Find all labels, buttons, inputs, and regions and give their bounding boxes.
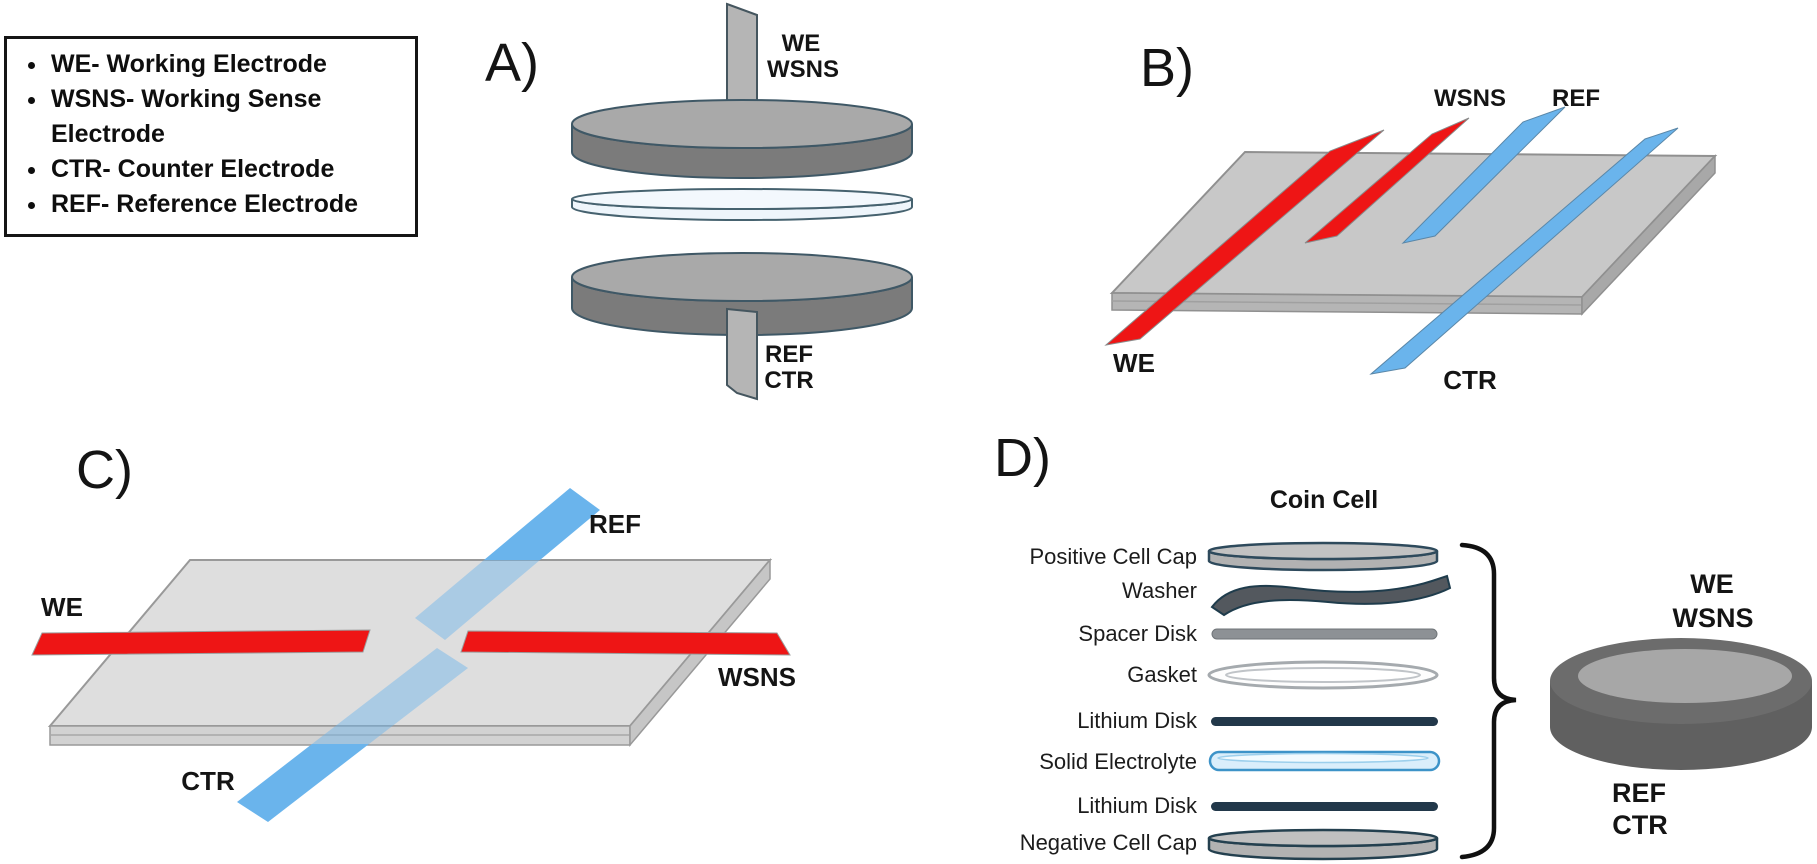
panel-c-ref-stripe-translucent (415, 560, 540, 640)
panel-a-top-label-wsns: WSNS (767, 56, 839, 83)
panel-c-ctr-stripe-opaque (237, 744, 369, 822)
legend-item-ref: REF- Reference Electrode (49, 187, 409, 222)
panel-c-we-stripe-left (31, 629, 371, 656)
negative-cell-cap-top (1207, 828, 1439, 848)
legend-list: WE- Working Electrode WSNS- Working Sens… (11, 47, 409, 222)
assembled-cell-ref-label: REF (1612, 778, 1666, 808)
panel-b-we-label: WE (1113, 348, 1155, 378)
panel-d-letter: D) (994, 428, 1051, 488)
panel-b-ref-label: REF (1552, 85, 1600, 112)
electrolyte-disk-top (571, 188, 913, 210)
panel-c-ctr-label: CTR (181, 766, 235, 796)
panel-a-bottom-label-ctr: CTR (764, 367, 813, 394)
panel-a-bottom-terminal-tab (726, 307, 758, 401)
panel-c-ref-stripe-opaque (484, 488, 600, 560)
panel-a: A) WE WSNS REF CTR (485, 2, 913, 401)
panel-c-wsns-label: WSNS (718, 662, 796, 692)
panel-b-ref-stripe (1401, 106, 1566, 244)
brace (1459, 542, 1517, 860)
washer-shape (1210, 574, 1452, 617)
panel-b-plate-right-side (1581, 154, 1716, 316)
label-washer: Washer (1122, 578, 1197, 603)
label-positive-cell-cap: Positive Cell Cap (1029, 544, 1197, 569)
panel-c-wsns-stripe-right (460, 630, 791, 656)
panel-b-wsns-stripe (1304, 117, 1470, 244)
legend-item-wsns: WSNS- Working Sense Electrode (49, 82, 409, 152)
panel-b-wsns-label: WSNS (1434, 85, 1506, 112)
panel-b-ctr-stripe (1369, 127, 1679, 375)
panel-c-we-label: WE (41, 592, 83, 622)
lithium-disk-1-shape (1211, 717, 1438, 726)
positive-cell-cap-top (1207, 541, 1439, 561)
top-electrode-disk-top (571, 99, 913, 149)
assembled-cell-ctr-label: CTR (1612, 810, 1668, 840)
panel-b-plate-layer-line (1111, 300, 1583, 306)
panel-b: B) WSNS REF WE CTR (1104, 38, 1718, 395)
panel-b-letter: B) (1140, 38, 1194, 98)
assembled-cell-wsns-label: WSNS (1673, 603, 1754, 633)
label-gasket: Gasket (1127, 662, 1197, 687)
label-solid-electrolyte: Solid Electrolyte (1039, 749, 1197, 774)
panel-d: D) Coin Cell Positive Cell Cap Washer Sp… (994, 428, 1812, 861)
panel-c-ref-label: REF (589, 509, 641, 539)
assembled-cell-top-face (1578, 649, 1792, 703)
coin-cell-title: Coin Cell (1270, 486, 1378, 514)
panel-c: C) WE REF WSNS CTR (31, 440, 796, 822)
spacer-disk-shape (1211, 628, 1438, 640)
label-spacer-disk: Spacer Disk (1078, 621, 1198, 646)
panel-b-ctr-label: CTR (1443, 365, 1497, 395)
bottom-electrode-disk-top (571, 252, 913, 302)
gasket-inner-ring (1225, 667, 1421, 683)
panel-a-bottom-label-ref: REF (765, 341, 813, 368)
solid-electrolyte-highlight (1217, 752, 1429, 764)
panel-a-top-label-we: WE (782, 30, 821, 57)
panel-c-ctr-stripe-translucent (312, 648, 468, 744)
panel-b-we-stripe (1104, 129, 1385, 346)
panel-a-letter: A) (485, 33, 539, 93)
legend-box: WE- Working Electrode WSNS- Working Sens… (4, 36, 418, 237)
label-lithium-disk-1: Lithium Disk (1077, 708, 1198, 733)
legend-item-we: WE- Working Electrode (49, 47, 409, 82)
legend-item-ctr: CTR- Counter Electrode (49, 152, 409, 187)
lithium-disk-2-shape (1211, 802, 1438, 811)
panel-c-letter: C) (76, 440, 133, 500)
assembled-cell-we-label: WE (1690, 569, 1734, 599)
label-negative-cell-cap: Negative Cell Cap (1020, 830, 1197, 855)
label-lithium-disk-2: Lithium Disk (1077, 793, 1198, 818)
